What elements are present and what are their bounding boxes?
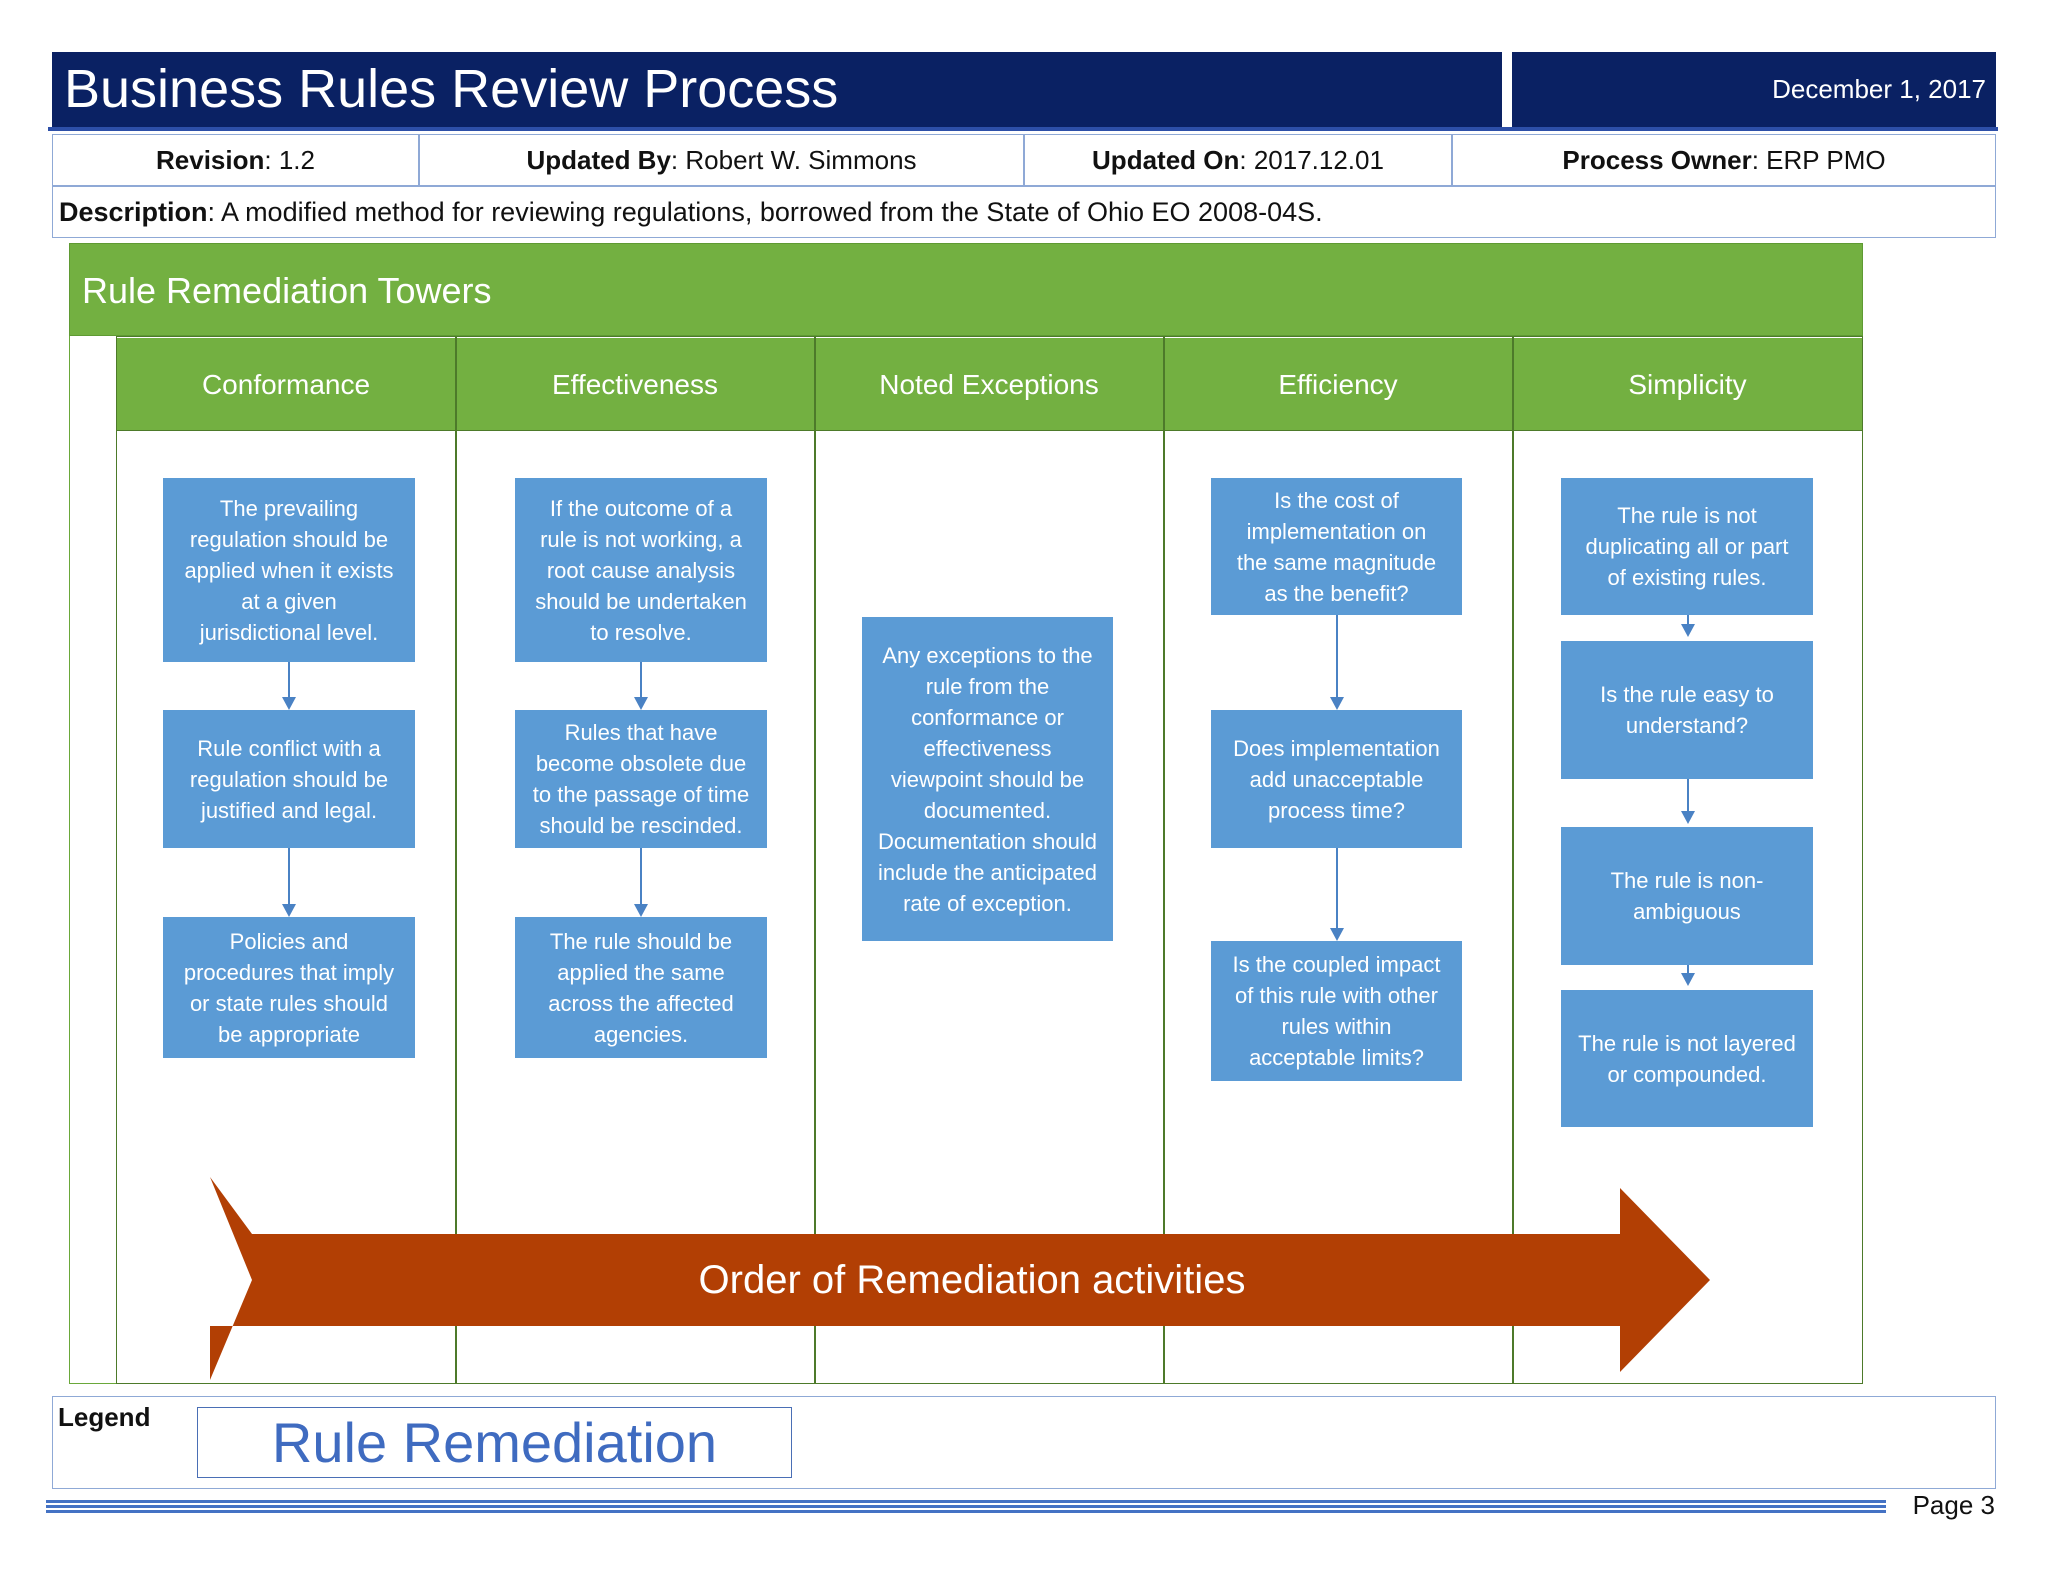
footer-line xyxy=(46,1510,1886,1513)
lane-header-conformance: Conformance xyxy=(117,338,455,431)
pool-title: Rule Remediation Towers xyxy=(69,243,1863,336)
process-box-simplicity-3: The rule is non-ambiguous xyxy=(1561,827,1813,965)
updated-by-value: : Robert W. Simmons xyxy=(670,145,917,175)
description-value: : A modified method for reviewing regula… xyxy=(207,197,1323,227)
legend-item-rule-remediation: Rule Remediation xyxy=(197,1407,792,1478)
lane-divider xyxy=(1512,336,1514,1384)
process-owner-label: Process Owner xyxy=(1562,145,1752,175)
description-label: Description xyxy=(59,197,208,227)
connector-arrowhead xyxy=(1681,973,1695,986)
page-title: Business Rules Review Process xyxy=(52,52,1502,127)
connector-arrowhead xyxy=(634,697,648,710)
legend-label: Legend xyxy=(58,1402,151,1432)
revision-value: : 1.2 xyxy=(264,145,315,175)
title-underline xyxy=(48,127,1998,131)
connector-arrowhead xyxy=(634,904,648,917)
updated-on-label: Updated On xyxy=(1092,145,1240,175)
footer-line xyxy=(46,1505,1886,1508)
connector-arrowhead xyxy=(1330,928,1344,941)
lane-header-efficiency: Efficiency xyxy=(1164,338,1512,431)
footer-line xyxy=(46,1500,1886,1503)
lane-header-effectiveness: Effectiveness xyxy=(456,338,814,431)
updated-by-label: Updated By xyxy=(526,145,671,175)
lane-header-simplicity: Simplicity xyxy=(1513,338,1862,431)
description-row: Description: A modified method for revie… xyxy=(52,186,1996,238)
order-of-remediation-arrow xyxy=(210,1177,1710,1380)
page-number: Page 3 xyxy=(1912,1490,1995,1520)
legend-box xyxy=(52,1396,1996,1489)
connector-arrowhead xyxy=(1330,697,1344,710)
lane-header-noted-exceptions: Noted Exceptions xyxy=(815,338,1163,431)
lane-divider xyxy=(814,336,816,1384)
lane-divider xyxy=(1163,336,1165,1384)
updated-on-value: : 2017.12.01 xyxy=(1239,145,1384,175)
updated-on-cell: Updated On: 2017.12.01 xyxy=(1024,134,1452,186)
lanes-area xyxy=(116,336,1863,1384)
connector-arrowhead xyxy=(282,904,296,917)
page-date: December 1, 2017 xyxy=(1512,52,1996,127)
lane-divider xyxy=(455,336,457,1384)
updated-by-cell: Updated By: Robert W. Simmons xyxy=(419,134,1024,186)
process-owner-cell: Process Owner: ERP PMO xyxy=(1452,134,1996,186)
order-of-remediation-label: Order of Remediation activities xyxy=(699,1258,1246,1302)
revision-cell: Revision: 1.2 xyxy=(52,134,419,186)
process-owner-value: : ERP PMO xyxy=(1751,145,1886,175)
revision-label: Revision xyxy=(156,145,265,175)
connector-arrowhead xyxy=(1681,811,1695,824)
connector-arrowhead xyxy=(282,697,296,710)
connector-arrowhead xyxy=(1681,624,1695,637)
footer-rule xyxy=(46,1500,1886,1513)
